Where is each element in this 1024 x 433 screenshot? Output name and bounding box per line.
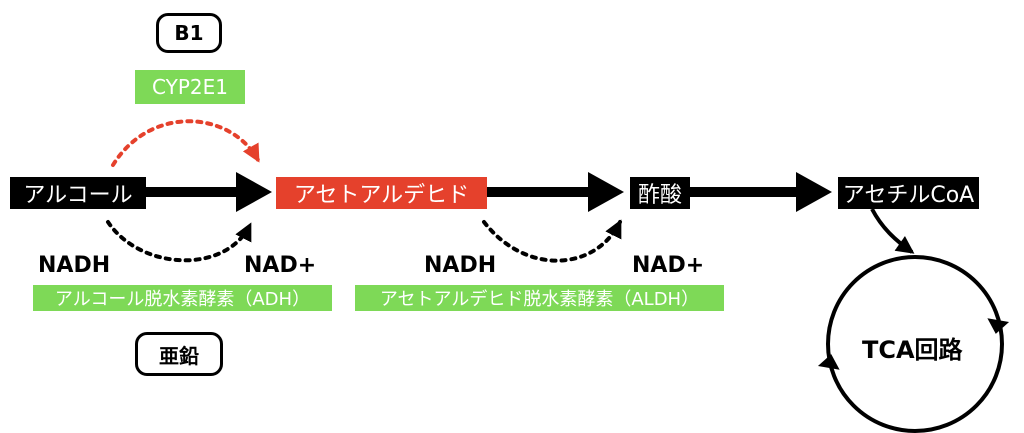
cyp2e1-dotted-arrow [111,119,260,167]
tca-cycle-label: TCA回路 [862,336,963,364]
adh-dotted-arrow [106,220,252,263]
adh-enzyme-label: アルコール脱水素酵素（ADH） [33,285,332,311]
arrow-acetaldehyde-to-acetic-acid [487,172,624,212]
zinc-cofactor-badge: 亜鉛 [135,332,223,376]
cyp2e1-enzyme-label: CYP2E1 [135,70,245,104]
aldh-dotted-arrow [482,219,622,263]
acetyl-coa-node: アセチルCoA [838,177,979,209]
aldh-enzyme-label: アセトアルデヒド脱水素酵素（ALDH） [355,285,724,311]
reaction2-nad-plus-label: NAD+ [632,253,705,278]
acetaldehyde-node: アセトアルデヒド [276,177,487,209]
arrow-acetyl-coa-to-tca [870,208,915,254]
reaction1-nad-plus-label: NAD+ [244,253,317,278]
acetic-acid-node: 酢酸 [630,177,690,209]
arrow-alcohol-to-acetaldehyde [146,172,272,212]
arrow-acetic-acid-to-acetyl-coa [690,172,832,212]
tca-cycle-circle [817,255,1010,433]
b1-cofactor-badge: B1 [156,13,222,53]
reaction1-nadh-label: NADH [38,253,111,278]
alcohol-node: アルコール [10,177,146,209]
reaction2-nadh-label: NADH [424,253,497,278]
